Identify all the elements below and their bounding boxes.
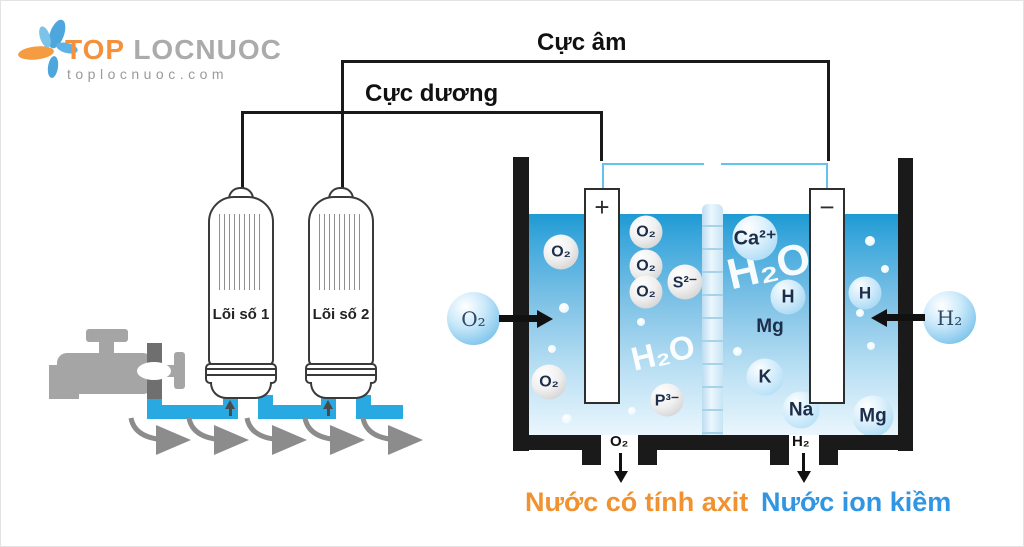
pipe-filter1-to-filter2 bbox=[258, 405, 336, 419]
hydrogen-inlet-arrow-icon bbox=[871, 309, 887, 327]
filter1-label: Lõi số 1 bbox=[212, 306, 270, 323]
oxygen-ion: O₂ bbox=[629, 275, 663, 309]
logo-flower-icon bbox=[18, 19, 78, 78]
electrode-wire-right-segment bbox=[721, 163, 828, 165]
anode-plate: + bbox=[584, 188, 620, 404]
cathode-plate: − bbox=[809, 188, 845, 404]
filter2-body: Lõi số 2 bbox=[308, 196, 374, 366]
calcium-ion: Ca²⁺ bbox=[732, 215, 778, 261]
bubble bbox=[867, 342, 875, 350]
hydrogen-outlet-label: H₂ bbox=[792, 433, 810, 450]
magnesium-ion: Mg bbox=[852, 395, 894, 437]
phosphide-ion: P³⁻ bbox=[650, 383, 684, 417]
electrode-wire-left-vertical bbox=[602, 163, 604, 189]
oxygen-outlet-arrow-icon bbox=[614, 471, 628, 483]
hydrogen-outlet-arrow-icon bbox=[797, 471, 811, 483]
bubble bbox=[865, 236, 875, 246]
ion-exchange-membrane bbox=[702, 204, 723, 435]
pipe-faucet-to-filter1 bbox=[147, 405, 238, 419]
oxygen-ion: O₂ bbox=[629, 215, 663, 249]
anode-wire-drop-filter1 bbox=[241, 111, 244, 194]
pipe-up-arrow-shaft-2 bbox=[327, 407, 330, 416]
oxygen-ion: O₂ bbox=[531, 364, 567, 400]
alkaline-water-label: Nước ion kiềm bbox=[761, 487, 952, 517]
oxygen-outlet-arrow-shaft bbox=[619, 453, 622, 473]
cathode-wire-label: Cực âm bbox=[537, 29, 627, 56]
filter1-hatch bbox=[219, 214, 263, 290]
potassium-ion: K bbox=[746, 358, 784, 396]
bubble bbox=[733, 347, 742, 356]
logo-brand-secondary: LOCNUOC bbox=[133, 34, 282, 65]
hydrogen-inlet-arrow-shaft bbox=[885, 314, 925, 321]
flow-arrows bbox=[128, 417, 423, 455]
anode-sign: + bbox=[594, 192, 610, 222]
tank-foot bbox=[582, 450, 601, 465]
tank-wall-right bbox=[898, 158, 913, 451]
tank-foot bbox=[770, 450, 789, 465]
bubble bbox=[637, 318, 645, 326]
pipe-up-arrow-icon-1 bbox=[225, 400, 235, 409]
pipe-up-arrow-icon-2 bbox=[323, 400, 333, 409]
filter1-ribs bbox=[205, 363, 277, 384]
tank-wall-left bbox=[513, 157, 529, 451]
filter2-cap bbox=[310, 382, 372, 399]
tank-foot bbox=[638, 450, 657, 465]
cathode-wire-drop-right bbox=[827, 60, 830, 161]
hydrogen-outlet-arrow-shaft bbox=[802, 453, 805, 473]
oxygen-outlet-label: O₂ bbox=[610, 433, 629, 450]
filter2-hatch bbox=[319, 214, 363, 290]
anode-wire-horizontal bbox=[241, 111, 603, 114]
anode-wire-drop-right bbox=[600, 111, 603, 161]
acid-water-label: Nước có tính axit bbox=[525, 487, 749, 517]
filter1-cap bbox=[210, 382, 272, 399]
filter2-label: Lõi số 2 bbox=[312, 306, 370, 323]
magnesium-ion: Mg bbox=[756, 316, 784, 337]
pipe-up-arrow-shaft-1 bbox=[229, 407, 232, 416]
hydrogen-ion: H bbox=[770, 279, 806, 315]
cathode-sign: − bbox=[819, 192, 835, 222]
filter1-body: Lõi số 1 bbox=[208, 196, 274, 366]
oxygen-inlet-arrow-icon bbox=[537, 310, 553, 328]
logo-wordmark: TOP LOCNUOC bbox=[65, 34, 282, 66]
oxygen-ion: O₂ bbox=[543, 234, 579, 270]
oxygen-inlet-arrow-shaft bbox=[499, 315, 539, 322]
cathode-wire-drop-filter2 bbox=[341, 60, 344, 194]
electrode-wire-right-vertical bbox=[826, 163, 828, 189]
sodium-ion: Na bbox=[782, 391, 820, 429]
bubble bbox=[881, 265, 889, 273]
bubble bbox=[548, 345, 556, 353]
bubble bbox=[856, 309, 864, 317]
hydrogen-inlet-sphere: H₂ bbox=[923, 291, 976, 344]
pipe-out-right bbox=[356, 405, 403, 419]
faucet-icon bbox=[49, 329, 185, 399]
sulfide-ion: S²⁻ bbox=[667, 264, 703, 300]
bubble bbox=[562, 414, 572, 424]
hydrogen-ion: H bbox=[848, 276, 882, 310]
tank-floor-middle bbox=[638, 435, 789, 450]
anode-wire-label: Cực dương bbox=[365, 80, 499, 107]
bubble bbox=[628, 407, 636, 415]
tank-foot bbox=[819, 450, 838, 465]
logo-brand-primary: TOP bbox=[65, 34, 125, 65]
tank-floor-right bbox=[819, 435, 913, 450]
oxygen-inlet-sphere: O₂ bbox=[447, 292, 500, 345]
cathode-wire-horizontal bbox=[341, 60, 830, 63]
bubble bbox=[559, 303, 569, 313]
logo-domain: toplocnuoc.com bbox=[67, 66, 229, 82]
filter2-ribs bbox=[305, 363, 377, 384]
tank-floor-left bbox=[513, 435, 601, 450]
electrode-wire-left-segment bbox=[602, 163, 704, 165]
